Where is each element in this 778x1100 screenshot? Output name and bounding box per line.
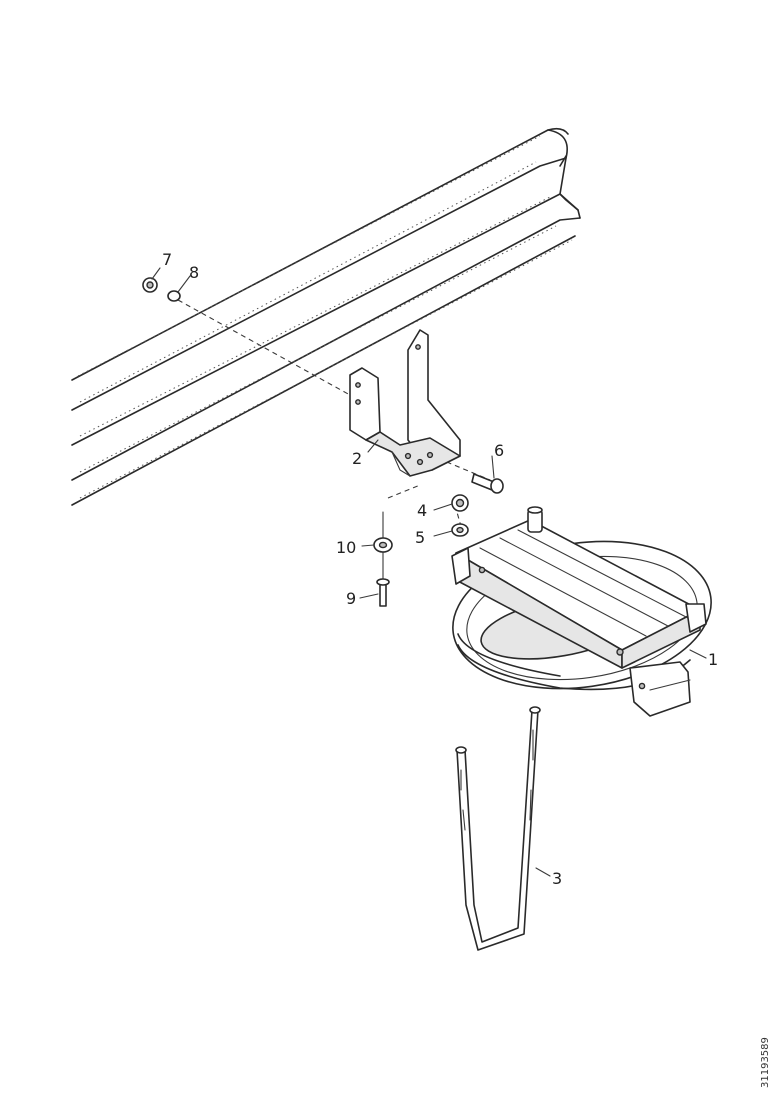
callout-4: 4 [417,501,427,520]
washer-8 [167,290,181,302]
callout-1: 1 [708,650,718,669]
callout-6: 6 [494,441,504,460]
washer-10 [373,537,393,553]
spare-wheel-carrier [451,506,712,717]
callout-3: 3 [552,869,562,888]
nut-7 [142,277,158,293]
callout-8: 8 [189,263,199,282]
frame-rail [71,127,581,506]
mounting-bracket [349,329,461,477]
callout-2: 2 [352,449,362,468]
document-id: 31193589 [760,1037,771,1088]
retaining-rod-3 [455,706,541,951]
bolt-6 [471,473,504,494]
nut-4 [451,494,469,512]
callouts: 7 8 2 6 4 5 10 9 1 3 [162,250,718,888]
callout-9: 9 [346,589,356,608]
callout-10: 10 [336,538,356,557]
callout-5: 5 [415,528,425,547]
screw-9 [376,578,390,607]
leader-lines [151,267,707,877]
callout-7: 7 [162,250,172,269]
washer-5 [451,523,469,537]
